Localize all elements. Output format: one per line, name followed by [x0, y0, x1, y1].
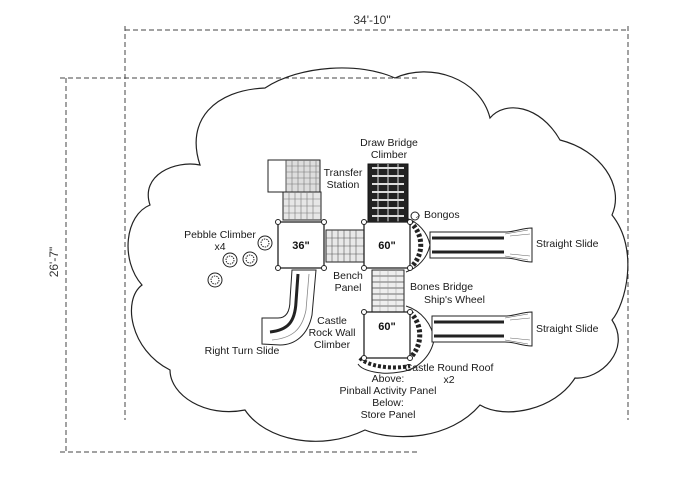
- label-bench-line1: Bench: [333, 270, 363, 282]
- label-straight-slide-top: Straight Slide: [536, 238, 599, 250]
- transfer-station: [267, 159, 322, 221]
- label-round-roof-line2: x2: [443, 374, 454, 386]
- dimension-lines: [60, 26, 629, 453]
- label-castle-line1: Castle: [317, 315, 347, 327]
- safety-zone-outline: [127, 67, 629, 442]
- height-dimension: 26'-7": [47, 247, 61, 278]
- deck-36-label: 36": [292, 240, 309, 252]
- draw-bridge-climber: [367, 163, 409, 223]
- leader-lines: [415, 214, 421, 219]
- deck-36: [275, 219, 327, 271]
- straight-slide-top: [429, 227, 533, 263]
- label-straight-slide-bottom: Straight Slide: [536, 323, 599, 335]
- label-right-turn-slide: Right Turn Slide: [205, 345, 280, 357]
- label-bones-bridge: Bones Bridge: [410, 281, 473, 293]
- pebble-climbers: [207, 235, 273, 288]
- label-transfer-line2: Station: [327, 179, 360, 191]
- label-panels-line4: Store Panel: [361, 409, 416, 421]
- label-round-roof-line1: Castle Round Roof: [405, 362, 494, 374]
- component-labels: Draw Bridge Climber Transfer Station Bon…: [184, 137, 599, 421]
- label-bench-line2: Panel: [335, 282, 362, 294]
- deck-60-top: [361, 211, 431, 273]
- label-bongos: Bongos: [424, 209, 460, 221]
- pebble-climber-4: [207, 272, 223, 288]
- right-turn-slide: [261, 269, 317, 346]
- label-ships-wheel: Ship's Wheel: [424, 294, 485, 306]
- deck-60-top-label: 60": [378, 240, 395, 252]
- straight-slide-bottom: [431, 311, 533, 347]
- label-pebble-line1: Pebble Climber: [184, 229, 256, 241]
- label-transfer-line1: Transfer: [324, 167, 363, 179]
- pebble-climber-2: [222, 252, 238, 268]
- deck-60-bottom-label: 60": [378, 321, 395, 333]
- connector-bridge: [325, 229, 365, 263]
- label-draw-bridge-line2: Climber: [371, 149, 408, 161]
- width-dimension: 34'-10": [353, 13, 390, 27]
- label-panels-line2: Pinball Activity Panel: [340, 385, 437, 397]
- deck-60-bottom: [357, 305, 435, 374]
- label-pebble-line2: x4: [214, 241, 225, 253]
- label-draw-bridge-line1: Draw Bridge: [360, 137, 418, 149]
- label-castle-line3: Climber: [314, 339, 351, 351]
- label-panels-line3: Below:: [372, 397, 404, 409]
- pebble-climber-3: [242, 251, 258, 267]
- label-castle-line2: Rock Wall: [309, 327, 356, 339]
- label-panels-line1: Above:: [372, 373, 405, 385]
- pebble-climber-1: [257, 235, 273, 251]
- bones-bridge: [371, 269, 405, 313]
